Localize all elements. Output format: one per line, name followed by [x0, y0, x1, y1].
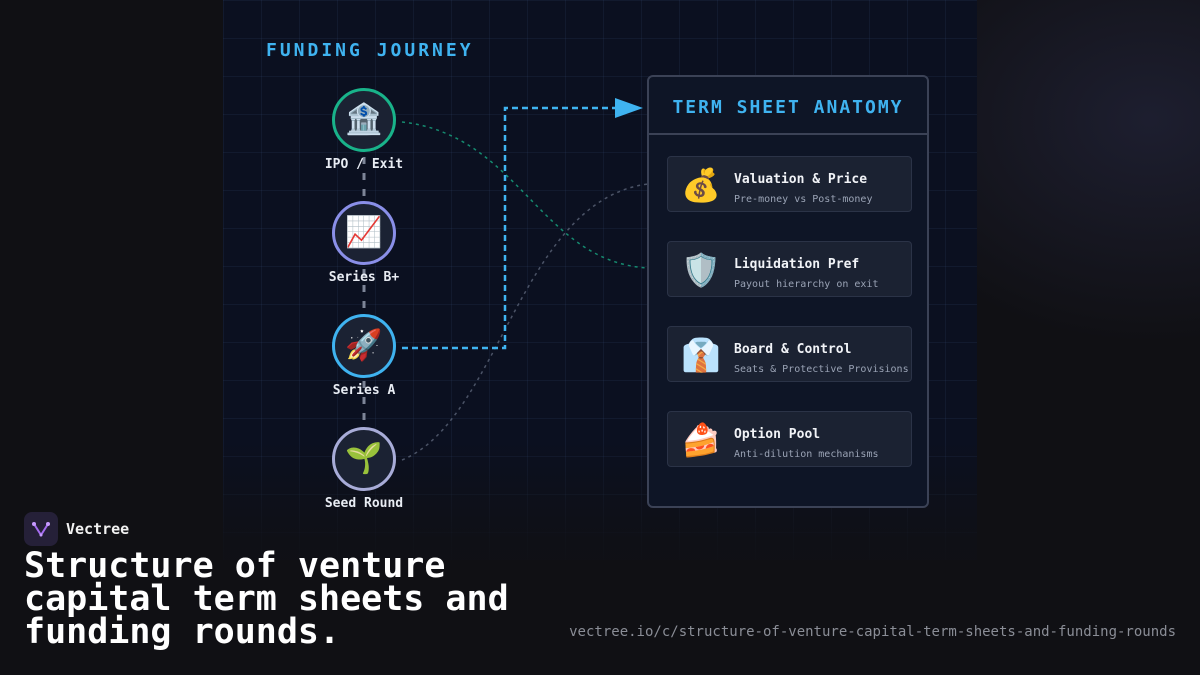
stage-label: Seed Round	[324, 496, 404, 511]
stage-label: IPO / Exit	[324, 157, 404, 172]
term-sheet-card: TERM SHEET ANATOMY 💰 Valuation & Price P…	[647, 75, 929, 508]
term-item-liquidation: 🛡️ Liquidation Pref Payout hierarchy on …	[667, 241, 912, 297]
cake-slice-icon: 🍰	[681, 421, 721, 459]
term-item-valuation: 💰 Valuation & Price Pre-money vs Post-mo…	[667, 156, 912, 212]
bank-icon: 🏦	[345, 102, 383, 137]
rocket-icon: 🚀	[345, 328, 383, 363]
stage-label: Series A	[332, 383, 396, 398]
money-bag-icon: 💰	[681, 166, 721, 204]
ipo-to-liquidation-connector	[401, 121, 649, 269]
stage-circle: 📈	[332, 201, 396, 265]
source-url[interactable]: vectree.io/c/structure-of-venture-capita…	[569, 624, 1176, 640]
stage-circle: 🌱	[332, 427, 396, 491]
vectree-logo-icon	[24, 512, 58, 546]
funding-journey-title: FUNDING JOURNEY	[266, 40, 474, 61]
necktie-icon: 👔	[681, 336, 721, 374]
stage-circle: 🏦	[332, 88, 396, 152]
brand: Vectree	[24, 512, 129, 546]
term-item-option-pool: 🍰 Option Pool Anti-dilution mechanisms	[667, 411, 912, 467]
stage-ipo-exit: 🏦 IPO / Exit	[294, 88, 434, 172]
term-item-name: Board & Control	[734, 342, 852, 357]
seedling-icon: 🌱	[345, 441, 383, 476]
stage-label: Series B+	[328, 270, 400, 285]
seed-to-valuation-connector	[401, 183, 649, 461]
bottom-fade	[0, 440, 1200, 675]
term-item-name: Liquidation Pref	[734, 257, 860, 272]
stage-series-b: 📈 Series B+	[294, 201, 434, 285]
shield-icon: 🛡️	[681, 251, 721, 289]
term-item-name: Option Pool	[734, 427, 821, 442]
brand-name: Vectree	[66, 520, 130, 538]
term-sheet-title: TERM SHEET ANATOMY	[649, 77, 927, 135]
chart-increasing-icon: 📈	[345, 215, 383, 250]
term-item-desc: Pre-money vs Post-money	[734, 194, 873, 205]
term-item-desc: Anti-dilution mechanisms	[734, 449, 879, 460]
term-item-desc: Seats & Protective Provisions	[734, 364, 909, 375]
term-item-desc: Payout hierarchy on exit	[734, 279, 879, 290]
arrow-head-icon	[615, 98, 643, 118]
stage-circle: 🚀	[332, 314, 396, 378]
stage-seed-round: 🌱 Seed Round	[294, 427, 434, 511]
term-item-board: 👔 Board & Control Seats & Protective Pro…	[667, 326, 912, 382]
headline: Structure of venture capital term sheets…	[24, 546, 509, 652]
stage-series-a: 🚀 Series A	[294, 314, 434, 398]
term-item-name: Valuation & Price	[734, 172, 868, 187]
series-a-to-termsheet-arrow	[402, 103, 628, 350]
